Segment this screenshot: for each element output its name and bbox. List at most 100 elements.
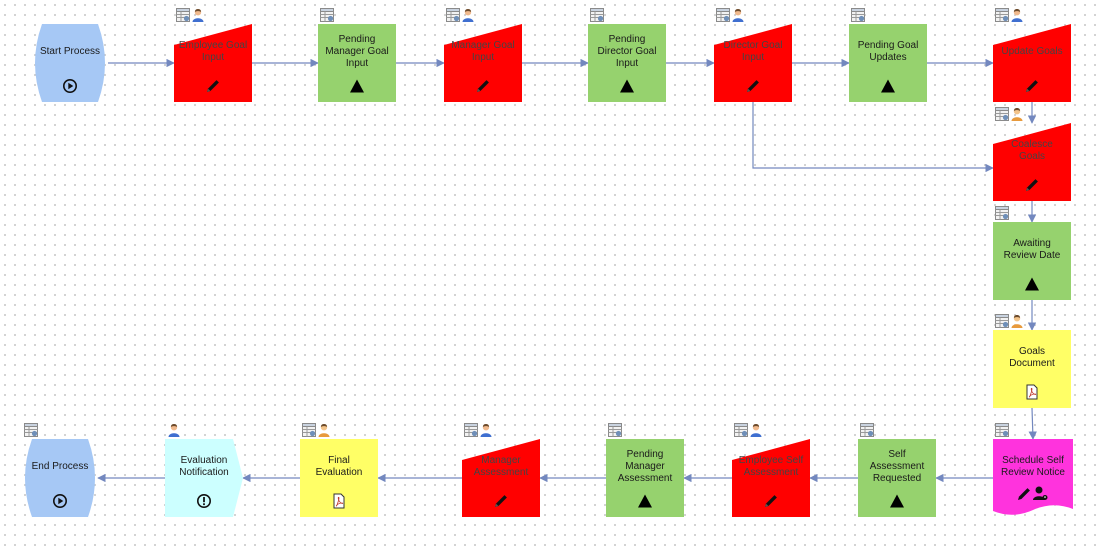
node-shape [25,439,95,517]
node-label: Final Evaluation [315,455,363,478]
triangle-icon [637,493,653,509]
pencil-icon [763,493,779,509]
pencil-user-icon [1017,485,1049,501]
node-pending-director-goal-input[interactable]: Pending Director Goal Input [588,8,666,102]
node-label: Coalesce Goals [1011,139,1053,162]
pencil-icon [1024,78,1040,94]
node-pending-manager-assessment[interactable]: Pending Manager Assessment [606,423,684,517]
node-manager-goal-input[interactable]: Manager Goal Input [444,8,522,102]
node-badges [995,107,1024,121]
triangle-icon [349,78,365,94]
node-label: Evaluation Notification [179,455,229,478]
user-badge-icon [1011,9,1023,22]
node-update-goals[interactable]: Update Goals [993,8,1071,102]
user-badge-icon [1011,315,1023,328]
node-schedule-self-review-notice[interactable]: Schedule Self Review Notice [993,423,1073,517]
node-label: Schedule Self Review Notice [1001,455,1065,478]
node-self-assessment-requested[interactable]: Self Assessment Requested [858,423,936,517]
table-badge-icon [446,8,460,22]
table-badge-icon [734,423,748,437]
pencil-icon [745,78,761,94]
node-manager-assessment[interactable]: Manager Assessment [462,423,540,517]
node-badges [302,423,331,437]
node-director-goal-input[interactable]: Director Goal Input [714,8,792,102]
node-awaiting-review-date[interactable]: Awaiting Review Date [993,206,1071,300]
table-badge-icon [995,314,1009,328]
node-pending-goal-updates[interactable]: Pending Goal Updates [849,8,927,102]
user-badge-icon [318,424,330,437]
table-badge-icon [320,8,334,22]
table-badge-icon [860,423,874,437]
node-shape [165,439,243,517]
node-label: Goals Document [1009,346,1055,369]
pdf-icon [331,493,347,509]
user-badge-icon [750,424,762,437]
edge-director-goal-input-to-coalesce-goals [752,102,994,173]
pencil-icon [475,78,491,94]
node-label: Manager Goal Input [451,40,515,63]
node-shape [993,24,1071,102]
table-badge-icon [464,423,478,437]
node-label: Pending Director Goal Input [597,34,657,69]
table-badge-icon [995,423,1009,437]
table-badge-icon [24,423,38,437]
user-badge-icon [480,424,492,437]
node-shape [462,439,540,517]
table-badge-icon [590,8,604,22]
node-label: Pending Manager Goal Input [325,34,389,69]
alert-icon [196,493,212,509]
node-badges [734,423,763,437]
node-label: Employee Goal Input [178,40,248,63]
triangle-icon [880,78,896,94]
node-label: Pending Goal Updates [857,40,919,63]
node-label: Update Goals [1001,46,1063,57]
triangle-icon [889,493,905,509]
pdf-icon [1024,384,1040,400]
node-badges [995,314,1024,328]
node-shape [35,24,105,102]
user-badge-icon [462,9,474,22]
node-label: Manager Assessment [473,455,529,478]
node-badges [851,8,865,22]
node-employee-goal-input[interactable]: Employee Goal Input [174,8,252,102]
table-badge-icon [851,8,865,22]
triangle-icon [1024,276,1040,292]
table-badge-icon [995,107,1009,121]
node-pending-manager-goal-input[interactable]: Pending Manager Goal Input [318,8,396,102]
play-icon [62,78,78,94]
node-start[interactable]: Start Process [32,24,108,102]
node-badges [995,423,1009,437]
node-evaluation-notification[interactable]: Evaluation Notification [165,424,243,517]
node-label: Awaiting Review Date [1003,238,1061,261]
node-label: Director Goal Input [723,40,783,63]
play-icon [52,493,68,509]
table-badge-icon [302,423,316,437]
node-shape [993,123,1071,201]
pencil-icon [1024,177,1040,193]
node-shape [444,24,522,102]
node-badges [464,423,493,437]
node-coalesce-goals[interactable]: Coalesce Goals [993,107,1071,201]
node-employee-self-assessment[interactable]: Employee Self Assessment [732,423,810,517]
node-badges [995,8,1024,22]
table-badge-icon [176,8,190,22]
table-badge-icon [716,8,730,22]
node-badges [716,8,745,22]
user-badge-icon [168,424,180,437]
node-goals-document[interactable]: Goals Document [993,314,1071,408]
node-badges [608,423,622,437]
node-label: Pending Manager Assessment [617,449,673,484]
table-badge-icon [608,423,622,437]
node-final-evaluation[interactable]: Final Evaluation [300,423,378,517]
node-badges [176,8,205,22]
node-badges [590,8,604,22]
node-badges [167,423,181,437]
node-shape [174,24,252,102]
node-end[interactable]: End Process [22,423,98,517]
node-shape [714,24,792,102]
user-badge-icon [732,9,744,22]
table-badge-icon [995,8,1009,22]
edge-goals-document-to-schedule-self-review-notice [1028,407,1037,440]
node-badges [320,8,334,22]
